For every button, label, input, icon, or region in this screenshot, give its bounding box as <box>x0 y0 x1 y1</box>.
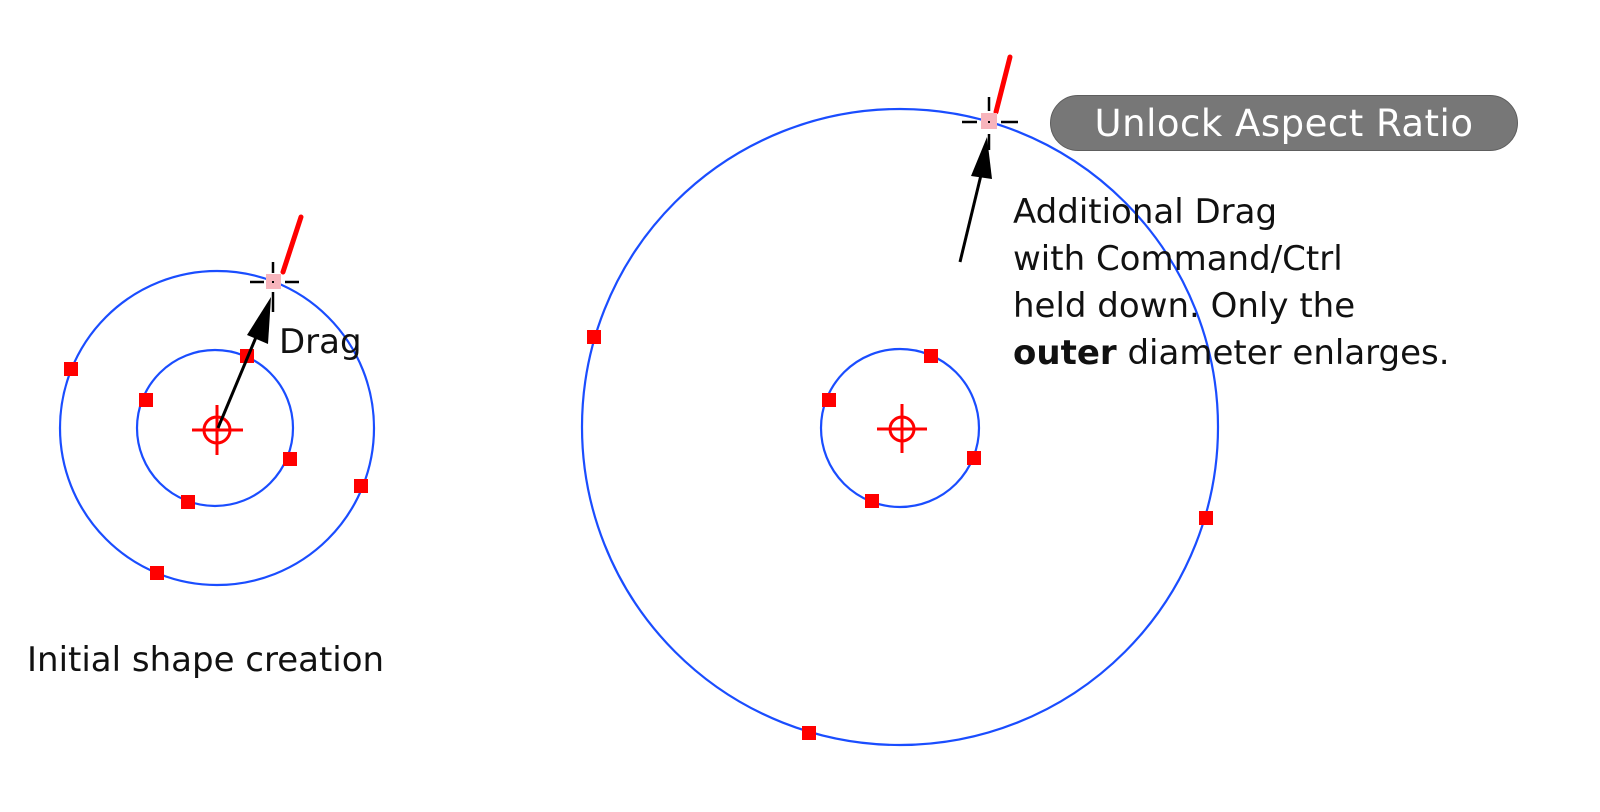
inner-circle-handle[interactable] <box>924 349 938 363</box>
drag-arrow <box>216 297 271 429</box>
inner-circle-handle[interactable] <box>822 393 836 407</box>
inner-circle[interactable] <box>819 347 981 509</box>
note-block: Additional Drag with Command/Ctrl held d… <box>1013 189 1450 377</box>
drag-trail <box>280 214 304 275</box>
outer-circle-enlarged[interactable] <box>580 107 1220 747</box>
left-figure <box>58 214 376 587</box>
drag-label: Drag <box>279 322 362 362</box>
note-line: outer diameter enlarges. <box>1013 330 1450 377</box>
crosshair-cursor-icon <box>250 262 299 312</box>
inner-circle-handle[interactable] <box>967 451 981 465</box>
inner-circle-handle[interactable] <box>865 494 879 508</box>
outer-circle-handle[interactable] <box>1199 511 1213 525</box>
note-tail: diameter enlarges. <box>1116 333 1450 373</box>
outer-circle-handle[interactable] <box>802 726 816 740</box>
left-caption: Initial shape creation <box>27 640 385 680</box>
outer-circle-handle[interactable] <box>354 479 368 493</box>
outer-circle-handle[interactable] <box>150 566 164 580</box>
note-line: with Command/Ctrl <box>1013 239 1343 279</box>
note-line: Additional Drag <box>1013 192 1278 232</box>
crosshair-cursor-icon <box>962 97 1018 150</box>
inner-circle-handle[interactable] <box>139 393 153 407</box>
right-figure <box>580 54 1220 747</box>
outer-circle-handle[interactable] <box>587 330 601 344</box>
drag-trail <box>993 54 1013 115</box>
inner-circle[interactable] <box>135 348 295 508</box>
center-crosshair-icon[interactable] <box>877 404 927 453</box>
inner-circle-handle[interactable] <box>181 495 195 509</box>
outer-circle-handle[interactable] <box>64 362 78 376</box>
outer-circle[interactable] <box>58 269 376 587</box>
unlock-aspect-ratio-tooltip: Unlock Aspect Ratio <box>1050 95 1518 151</box>
center-crosshair-icon[interactable] <box>192 405 243 455</box>
inner-circle-handle[interactable] <box>283 452 297 466</box>
drag-arrow <box>958 137 992 263</box>
note-bold-word: outer <box>1013 333 1117 373</box>
note-line: held down. Only the <box>1013 286 1356 326</box>
